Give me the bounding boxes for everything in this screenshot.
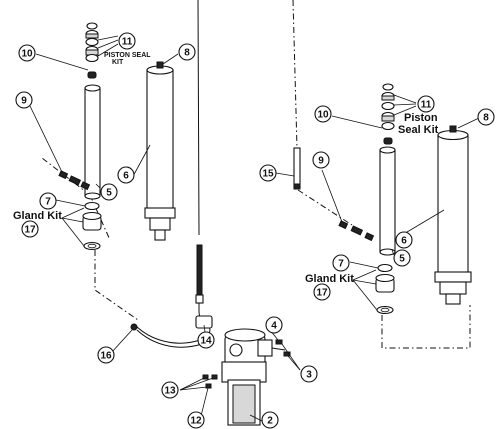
callout-2: 2 bbox=[261, 411, 279, 429]
left-piston-seal-kit bbox=[85, 22, 99, 79]
svg-text:9: 9 bbox=[21, 96, 27, 107]
hydraulic-line bbox=[130, 244, 213, 348]
callout-13: 13 bbox=[161, 381, 179, 399]
callout-14: 14 bbox=[197, 331, 215, 349]
svg-text:14: 14 bbox=[200, 336, 212, 347]
callout-17-right: 17 bbox=[313, 283, 331, 301]
power-unit bbox=[202, 328, 291, 426]
callout-5-left: 5 bbox=[100, 183, 118, 201]
left-cylinder-body bbox=[144, 61, 176, 241]
svg-text:4: 4 bbox=[271, 321, 277, 332]
gland-kit-label-left: Gland Kit bbox=[13, 210, 62, 222]
gland-kit-label-right: Gland Kit bbox=[305, 273, 354, 285]
text-labels: PISTON SEAL KIT Gland Kit Piston Seal Ki… bbox=[13, 52, 439, 285]
callout-3: 3 bbox=[300, 365, 318, 383]
callout-6-left: 6 bbox=[117, 166, 135, 184]
svg-text:12: 12 bbox=[190, 416, 202, 427]
right-fittings bbox=[338, 220, 375, 242]
right-gland-kit bbox=[375, 263, 395, 315]
callout-11-right: 11 bbox=[417, 95, 435, 113]
callout-9-left: 9 bbox=[15, 91, 33, 109]
piston-seal-kit-label-right: Piston bbox=[404, 112, 438, 124]
svg-text:5: 5 bbox=[399, 254, 405, 265]
svg-text:17: 17 bbox=[316, 288, 328, 299]
left-cylinder-assembly bbox=[58, 22, 176, 251]
callout-4: 4 bbox=[265, 316, 283, 334]
callout-15: 15 bbox=[259, 164, 277, 182]
right-cylinder-body bbox=[434, 125, 472, 305]
left-gland-kit bbox=[82, 201, 102, 251]
svg-text:17: 17 bbox=[24, 225, 36, 236]
svg-text:6: 6 bbox=[123, 171, 129, 182]
svg-text:9: 9 bbox=[318, 156, 324, 167]
svg-text:3: 3 bbox=[306, 370, 312, 381]
svg-text:7: 7 bbox=[45, 197, 51, 208]
svg-text:8: 8 bbox=[483, 113, 489, 124]
left-piston-rod bbox=[84, 84, 101, 200]
callout-8-right: 8 bbox=[477, 108, 495, 126]
callout-9-right: 9 bbox=[312, 151, 330, 169]
svg-text:7: 7 bbox=[338, 259, 344, 270]
callout-5-right: 5 bbox=[393, 249, 411, 267]
svg-text:10: 10 bbox=[21, 49, 33, 60]
callout-12: 12 bbox=[187, 411, 205, 429]
svg-text:10: 10 bbox=[317, 110, 329, 121]
svg-text:16: 16 bbox=[100, 351, 112, 362]
callout-bubbles: 11 10 8 9 6 5 7 17 bbox=[15, 32, 495, 429]
callout-17-left: 17 bbox=[21, 220, 39, 238]
callout-16: 16 bbox=[97, 346, 115, 364]
piston-seal-kit-label-right-2: Seal Kit bbox=[398, 124, 439, 136]
callout-11-left: 11 bbox=[118, 32, 136, 50]
right-cylinder-assembly bbox=[338, 83, 472, 315]
callout-text: 11 bbox=[122, 37, 133, 48]
callout-8-left: 8 bbox=[178, 43, 196, 61]
right-piston-rod bbox=[379, 146, 396, 256]
callout-7-left: 7 bbox=[39, 192, 57, 210]
callout-7-right: 7 bbox=[332, 254, 350, 272]
piston-seal-kit-label-left: PISTON SEAL bbox=[104, 52, 151, 59]
left-fittings bbox=[58, 170, 91, 191]
right-piston-seal-kit bbox=[381, 83, 395, 145]
callout-10-left: 10 bbox=[18, 44, 36, 62]
svg-text:5: 5 bbox=[106, 188, 112, 199]
svg-text:8: 8 bbox=[184, 48, 190, 59]
svg-text:6: 6 bbox=[401, 236, 407, 247]
fitting-15 bbox=[293, 147, 301, 190]
callout-6-right: 6 bbox=[395, 231, 413, 249]
svg-text:15: 15 bbox=[262, 169, 274, 180]
svg-text:13: 13 bbox=[164, 386, 176, 397]
svg-text:2: 2 bbox=[267, 416, 273, 427]
callout-10-right: 10 bbox=[314, 105, 332, 123]
svg-text:11: 11 bbox=[421, 100, 432, 111]
piston-seal-kit-label-left-2: KIT bbox=[112, 59, 124, 66]
